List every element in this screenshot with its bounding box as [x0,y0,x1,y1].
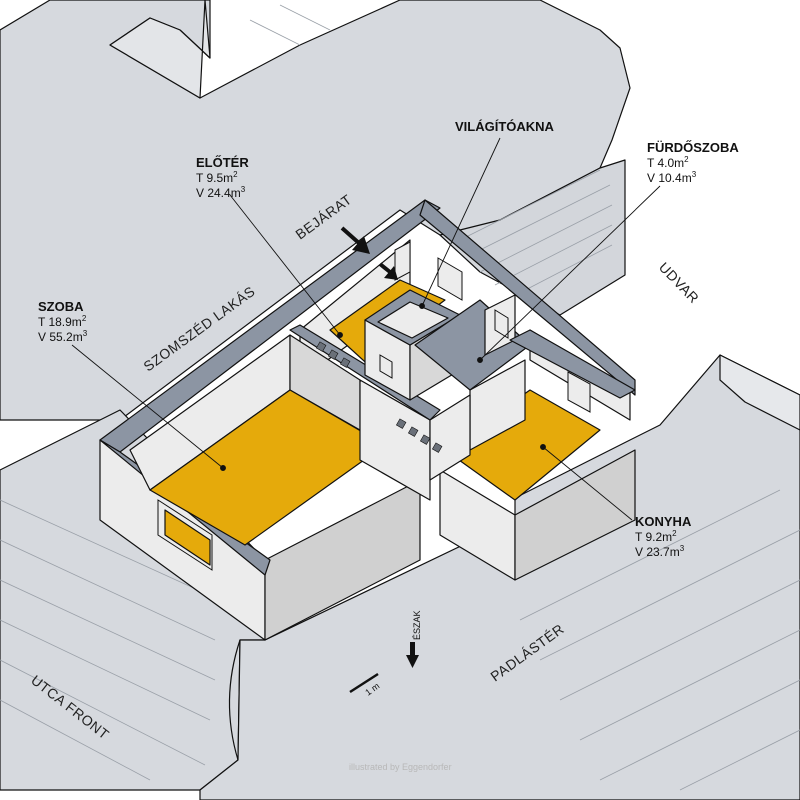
area-exponent: 2 [684,155,689,164]
attic-facade [719,354,800,431]
bath-window-icon [494,309,509,339]
north-arrow-icon [406,655,419,668]
apartment [99,199,636,641]
volume-exponent: 3 [83,329,88,338]
hall-volume-value: V 24.4m [196,186,241,200]
hall-window-icon [437,257,463,301]
wall-hall-room [359,379,431,501]
room-title: SZOBA [38,299,84,314]
lightwell-window-icon [379,354,393,379]
hall-area-value: T 9.5m [196,171,233,185]
volume-exponent: 3 [241,185,246,194]
room-window-floor [164,509,211,566]
kitchen-outer-right-face [514,449,636,581]
room-area-value: T 18.9m [38,315,82,329]
threshold-tile [431,442,443,453]
kitchen-volume-value: V 23.7m [635,545,680,559]
door-thresholds [315,341,443,453]
yard-label: UDVAR [656,259,703,306]
leader-lines [71,137,661,521]
hall-volume: V 24.4m3 [196,185,246,200]
room-volume: V 55.2m3 [38,329,88,344]
bath-area-value: T 4.0m [647,156,684,170]
bath-volume-value: V 10.4m [647,171,692,185]
volume-exponent: 3 [692,170,697,179]
kitchen-title: KONYHA [635,514,692,529]
threshold-tile [339,357,351,368]
kitchen-area-value: T 9.2m [635,530,672,544]
bath-volume: V 10.4m3 [647,170,697,185]
threshold-tile [327,349,339,360]
threshold-tile [419,434,431,445]
hall-area: T 9.5m2 [196,170,238,185]
door-arrow-icon [384,266,398,280]
street-corner-curve [228,639,241,761]
north-arrow [406,642,419,668]
bath-area: T 4.0m2 [647,155,689,170]
neighbour-facade [109,0,211,99]
area-exponent: 2 [672,529,677,538]
room-area: T 18.9m2 [38,314,87,329]
lightwell-title: VILÁGÍTÓAKNA [455,119,555,134]
kitchen-back-wall-top [509,329,636,399]
north-label: ÉSZAK [412,610,422,640]
hall-title: ELŐTÉR [196,155,249,170]
bath-title: FÜRDŐSZOBA [647,140,739,155]
volume-exponent: 3 [680,544,685,553]
area-exponent: 2 [82,314,87,323]
outer-wall-top-right [419,199,636,396]
scale-bar [349,672,379,694]
kitchen-volume: V 23.7m3 [635,544,685,559]
room-window-icon [157,499,213,571]
threshold-tile [315,341,327,352]
outer-wall-south-face [264,479,421,641]
illustration-credit: illustrated by Eggendorfer [349,762,452,772]
threshold-tile [407,426,419,437]
lightwell-inner [377,301,449,339]
windows [157,241,591,571]
threshold-tile [395,418,407,429]
area-exponent: 2 [233,170,238,179]
kitchen-window-icon [567,371,591,413]
room-volume-value: V 55.2m [38,330,83,344]
entrance-arrows [340,226,398,280]
kitchen-divider-wall [429,394,471,481]
kitchen-area: T 9.2m2 [635,529,677,544]
entrance-arrow-icon [352,236,370,254]
